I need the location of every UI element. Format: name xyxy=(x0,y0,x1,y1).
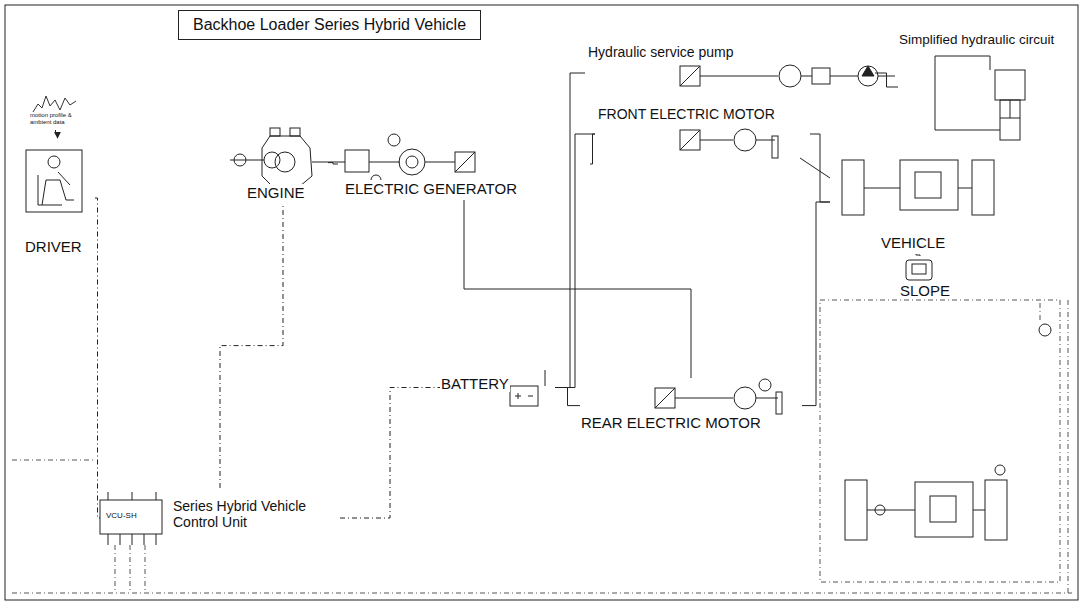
connector-line xyxy=(875,73,898,87)
part-label: VCU-SH xyxy=(106,512,137,520)
hydraulic-cylinder xyxy=(935,56,1025,140)
signal-wire xyxy=(1068,300,1069,593)
signal-wire xyxy=(115,545,116,590)
connector-line xyxy=(555,73,585,388)
connector-line xyxy=(590,134,595,164)
front-motor-icon xyxy=(680,129,778,158)
control-unit-icon xyxy=(100,492,162,545)
component-label: REAR ELECTRIC MOTOR xyxy=(580,414,762,431)
component-label: motion profile & ambient data xyxy=(29,112,81,126)
connector-line xyxy=(555,134,595,388)
engine-icon xyxy=(230,128,312,186)
component-label: SLOPE xyxy=(899,282,951,299)
outer-frame xyxy=(5,5,1078,600)
connector-line xyxy=(95,198,100,518)
connector-line xyxy=(464,200,691,378)
signal-wire xyxy=(1040,300,1041,320)
pump-icon xyxy=(680,65,895,87)
component-node: ENGINE xyxy=(238,122,328,203)
connector-line xyxy=(56,130,58,138)
vehicle-top-icon xyxy=(906,260,932,280)
component-label: Simplified hydraulic circuit xyxy=(898,32,1055,48)
component-node: SLOPE xyxy=(885,256,955,302)
component-node: Simplified hydraulic circuit xyxy=(898,30,1076,144)
component-node: DRIVER xyxy=(20,138,95,258)
connector-line xyxy=(916,254,920,256)
component-node: ELECTRIC GENERATOR xyxy=(338,128,590,200)
component-label: FRONT ELECTRIC MOTOR xyxy=(597,106,776,122)
signal-wire xyxy=(130,545,131,590)
rear-motor-icon xyxy=(655,379,782,414)
component-node: VEHICLE xyxy=(830,150,1002,254)
signal-wire xyxy=(145,545,146,590)
rear-axle-icon xyxy=(845,324,1051,540)
battery-icon xyxy=(510,370,545,406)
component-label: VEHICLE xyxy=(880,234,946,251)
component-label: Series Hybrid Vehicle Control Unit xyxy=(172,498,324,530)
front-axle-icon xyxy=(800,158,994,215)
component-label: ENGINE xyxy=(246,184,306,201)
driver-icon xyxy=(26,150,82,212)
generator-icon xyxy=(312,134,475,185)
component-label: DRIVER xyxy=(24,238,83,255)
diagram-title: Backhoe Loader Series Hybrid Vehicle xyxy=(178,10,481,40)
connector-line xyxy=(555,388,580,406)
connector-line xyxy=(220,203,283,488)
component-node: motion profile & ambient data xyxy=(28,85,83,130)
connector-line xyxy=(328,163,338,164)
connector-line xyxy=(810,134,830,202)
component-node: Hydraulic service pump xyxy=(585,42,875,104)
connector-line xyxy=(340,388,440,519)
connector-line xyxy=(802,202,830,406)
signal-bus xyxy=(12,593,1072,594)
component-node: REAR ELECTRIC MOTOR xyxy=(580,378,802,433)
component-label: ELECTRIC GENERATOR xyxy=(344,180,518,197)
component-node: FRONT ELECTRIC MOTOR xyxy=(595,106,810,162)
signal-wire xyxy=(12,460,95,461)
rear-axle-region xyxy=(820,300,1060,582)
component-node: BATTERY xyxy=(440,365,555,410)
profile-chart xyxy=(33,96,76,112)
component-label: BATTERY xyxy=(440,375,510,392)
component-label: Hydraulic service pump xyxy=(587,44,735,60)
